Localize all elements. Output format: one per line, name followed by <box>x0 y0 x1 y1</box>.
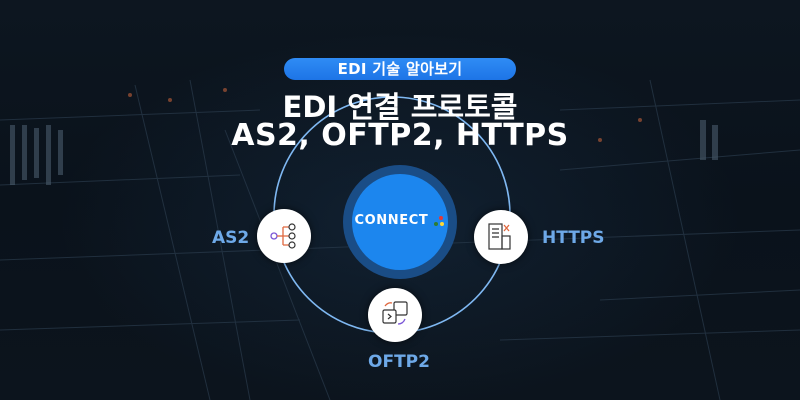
connect-logo: CONNECT <box>352 213 448 228</box>
as2-label: AS2 <box>212 228 250 248</box>
as2-node <box>257 209 311 263</box>
logo-text: CONNECT <box>354 213 429 228</box>
oftp2-node <box>368 288 422 342</box>
category-badge: EDI 기술 알아보기 <box>284 58 516 80</box>
https-label: HTTPS <box>542 228 605 248</box>
server-document-icon <box>488 223 511 250</box>
https-node <box>474 210 528 264</box>
file-transfer-icon <box>382 301 408 325</box>
page-subtitle: AS2, OFTP2, HTTPS <box>231 118 569 153</box>
oftp2-label: OFTP2 <box>368 352 430 372</box>
tree-hierarchy-icon <box>270 223 296 249</box>
page-title: EDI 연결 프로토콜 <box>282 90 518 124</box>
logo-dots-icon <box>434 215 445 226</box>
connect-logo-circle: CONNECT <box>352 174 448 270</box>
